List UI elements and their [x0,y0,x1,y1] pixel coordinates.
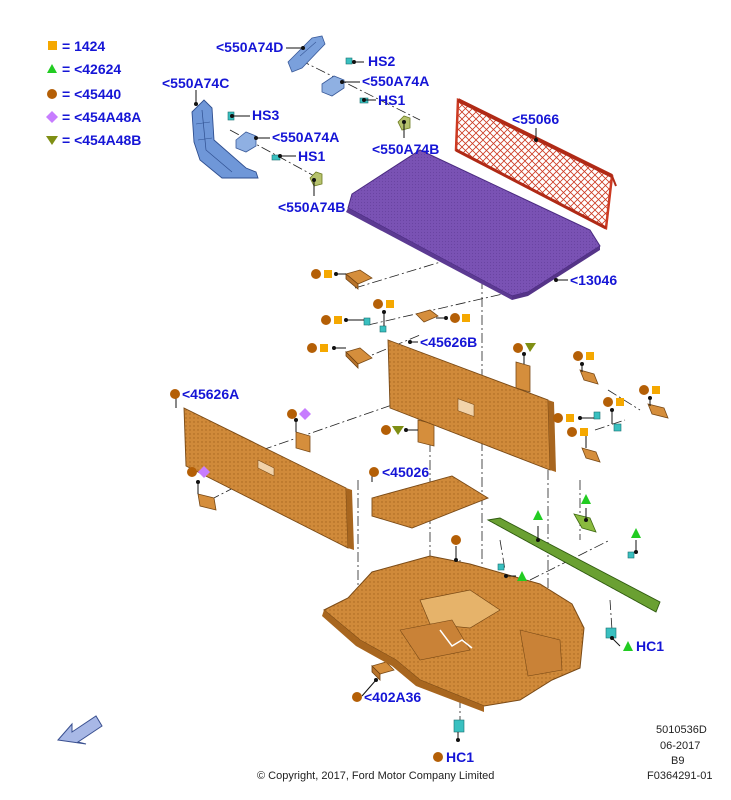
bumper-550A74B-left [309,171,323,187]
label-550A74A-top: <550A74A [362,73,429,89]
callout-square-icon [652,386,660,394]
label-550A74B-left: <550A74B [278,199,345,215]
callout-triangle-icon [581,494,591,504]
callout-circle-icon [187,467,197,477]
callout-circle-icon [553,413,563,423]
label-45626B: <45626B [420,334,477,350]
label-HS3: HS3 [252,107,279,123]
callout-square-icon [334,316,342,324]
callout-triangle-icon [533,510,543,520]
label-HC1-right: HC1 [636,638,664,654]
legend-circle-icon [47,89,57,99]
footer: © Copyright, 2017, Ford Motor Company Li… [257,724,712,782]
legend-text-42624: = <42624 [62,61,121,77]
legend-text-454A48B: = <454A48B [62,132,141,148]
label-13046: <13046 [570,272,617,288]
bracket-550A74A-top [321,75,345,97]
small-parts [197,269,669,733]
callout-circle-icon [373,299,383,309]
callout-circle-icon [381,425,391,435]
callout-circle-icon [603,397,613,407]
label-55066: <55066 [512,111,559,127]
floor-mat-45026 [371,475,490,529]
sill-rail-42624 [486,517,661,613]
callout-symbols [170,269,660,762]
callout-triangle-icon [631,528,641,538]
footer-code: 5010536D [656,724,707,736]
legend-text-45440: = <45440 [62,86,121,102]
callout-triangle-down-icon [392,426,404,435]
legend-triangle-icon [47,64,57,73]
callout-circle-icon [369,467,379,477]
callout-square-icon [566,414,574,422]
footer-date: 06-2017 [660,740,700,752]
cargo-net-55066 [454,98,617,230]
callout-circle-icon [287,409,297,419]
callout-square-icon [616,398,624,406]
label-550A74A-left: <550A74A [272,129,339,145]
callout-square-icon [580,428,588,436]
bracket-550A74D [287,35,326,73]
legend-square-icon [48,41,57,50]
legend-text-454A48A: = <454A48A [62,109,141,125]
part-labels: <550A74D HS2 <550A74A HS1 <550A74B <550A… [162,39,664,765]
label-45626A: <45626A [182,386,239,402]
label-45026: <45026 [382,464,429,480]
legend-text-1424: = 1424 [62,38,105,54]
legend-triangle-down-icon [46,136,58,145]
callout-circle-icon [450,313,460,323]
callout-square-icon [320,344,328,352]
label-550A74D: <550A74D [216,39,283,55]
label-550A74C: <550A74C [162,75,229,91]
trim-panel-45626B [387,339,556,472]
label-HS1-top: HS1 [378,92,405,108]
callout-square-icon [462,314,470,322]
callout-diamond-icon [299,408,311,420]
load-floor-cover-13046 [346,149,601,300]
label-402A36: <402A36 [364,689,421,705]
bracket-550A74A-left [235,131,257,153]
legend: = 1424 = <42624 = <45440 = <454A48A = <4… [46,38,141,148]
clip-HS2 [345,57,353,65]
callout-circle-icon [170,389,180,399]
direction-arrow-icon [57,715,103,745]
footer-figure: F0364291-01 [647,770,712,782]
callout-circle-icon [567,427,577,437]
cargo-floor-tray [322,555,585,712]
callout-circle-icon [311,269,321,279]
callout-square-icon [586,352,594,360]
callout-square-icon [386,300,394,308]
callout-circle-icon [433,752,443,762]
leader-lines [174,46,652,742]
callout-circle-icon [573,351,583,361]
label-HS2: HS2 [368,53,395,69]
callout-circle-icon [451,535,461,545]
callout-circle-icon [321,315,331,325]
footer-copyright: © Copyright, 2017, Ford Motor Company Li… [257,770,494,782]
callout-triangle-icon [623,641,633,651]
label-550A74B-top: <550A74B [372,141,439,157]
footer-rev: B9 [671,755,684,767]
callout-triangle-icon [517,571,527,581]
label-HC1-bottom: HC1 [446,749,474,765]
callout-square-icon [324,270,332,278]
callout-circle-icon [307,343,317,353]
callout-circle-icon [513,343,523,353]
label-HS1-left: HS1 [298,148,325,164]
legend-diamond-icon [46,111,58,123]
bracket-550A74C [191,99,259,179]
callout-circle-icon [639,385,649,395]
callout-circle-icon [352,692,362,702]
callout-triangle-down-icon [525,343,536,352]
trim-panel-45626A [183,407,354,550]
callout-diamond-icon [198,466,210,478]
